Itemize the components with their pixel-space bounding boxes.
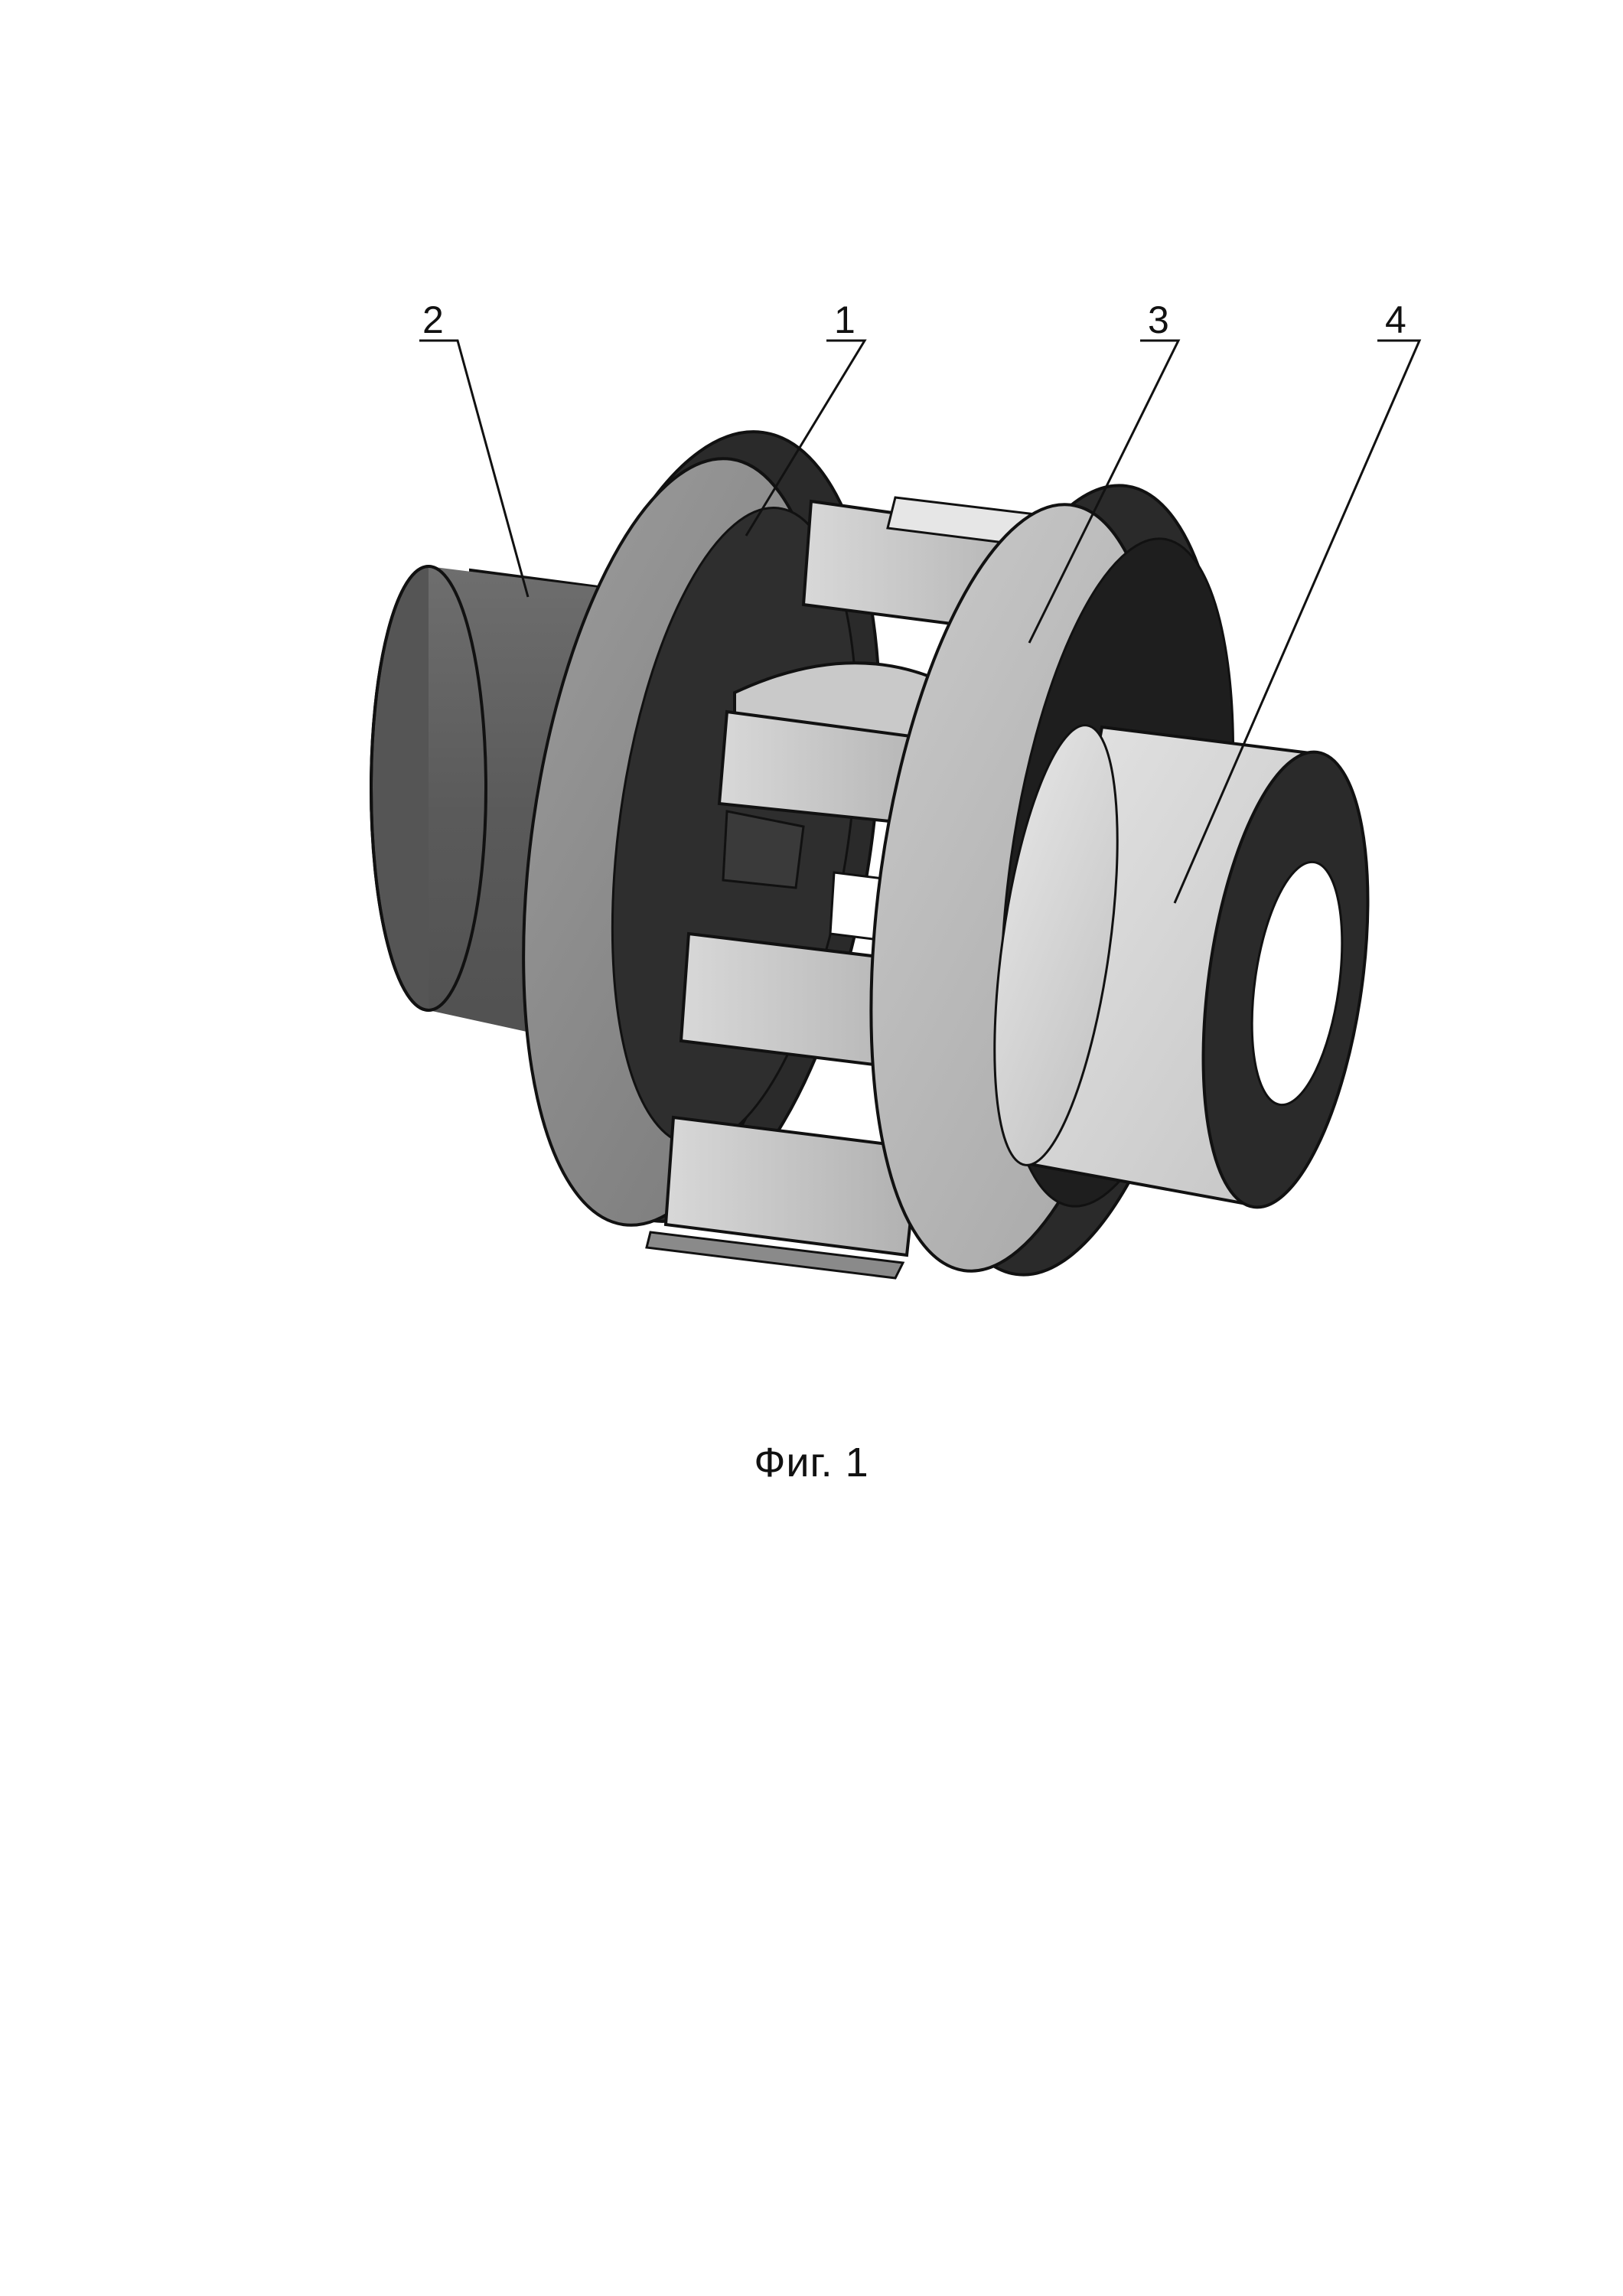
blades — [645, 496, 1089, 1280]
leader-line-4 — [1173, 339, 1422, 904]
callout-3: 3 — [1148, 298, 1169, 341]
callout-2: 2 — [422, 298, 444, 341]
leader-line-2 — [419, 339, 530, 598]
leader-line-1 — [745, 339, 867, 536]
callout-4: 4 — [1385, 298, 1406, 341]
leader-line-3 — [1028, 339, 1181, 644]
right-hub — [993, 724, 1370, 1209]
figure-caption: Фиг. 1 — [754, 1440, 869, 1486]
callout-1: 1 — [834, 298, 855, 341]
leader-lines — [419, 339, 1422, 904]
